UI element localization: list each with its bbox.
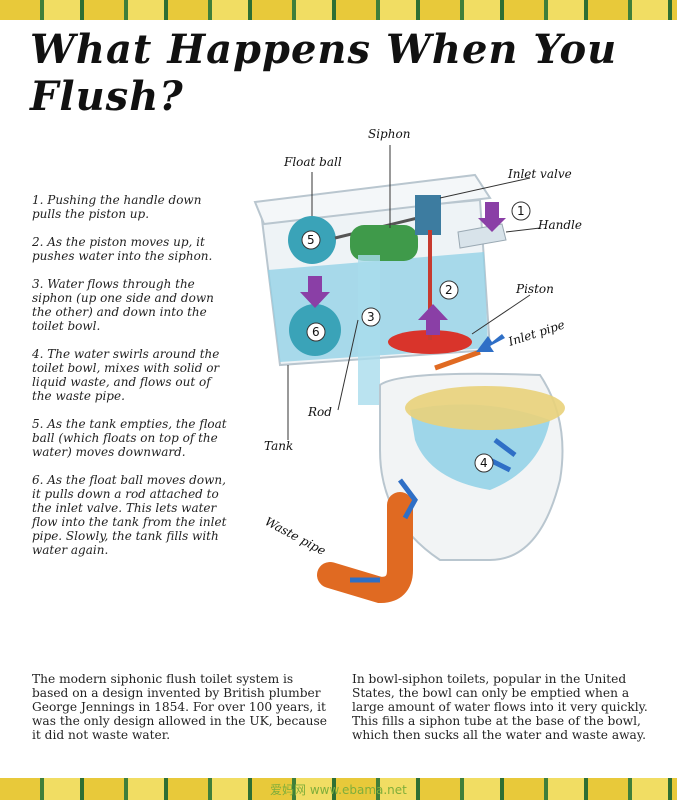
leader-lines [287, 145, 541, 440]
arrow-purple-float [300, 276, 330, 308]
arrow-purple-handle [478, 202, 506, 232]
step-4: 4. The water swirls around the toilet bo… [32, 347, 220, 403]
marker-5: 5 [301, 230, 321, 250]
decorative-border-top [0, 0, 677, 20]
label-handle: Handle [537, 218, 582, 232]
svg-text:5: 5 [307, 233, 315, 247]
label-piston: Piston [515, 282, 554, 296]
waste-pipe [317, 492, 413, 604]
step-3: 3. Water flows through the siphon (up on… [32, 277, 214, 333]
watermark: 爱妈网 www.ebama.net [270, 783, 407, 797]
inlet-valve [415, 195, 441, 235]
arrow-blue-waste [398, 478, 418, 520]
step-5: 5. As the tank empties, the float ball (… [32, 417, 227, 459]
svg-text:6: 6 [312, 325, 320, 339]
marker-6: 6 [306, 322, 326, 342]
svg-text:4: 4 [480, 456, 488, 470]
step-1: 1. Pushing the handle down pulls the pis… [32, 193, 202, 221]
siphon [350, 225, 418, 405]
step-6: 6. As the float ball moves down, it pull… [32, 473, 227, 557]
label-inlet-valve: Inlet valve [507, 167, 572, 181]
piston [388, 330, 472, 354]
paragraph-siphonic-history: The modern siphonic flush toilet system … [32, 672, 327, 743]
paragraph-bowl-siphon: In bowl-siphon toilets, popular in the U… [352, 672, 648, 743]
marker-1: 1 [511, 201, 531, 221]
page-title: What Happens When You Flush? [30, 26, 618, 120]
marker-3: 3 [361, 307, 381, 327]
svg-text:2: 2 [445, 283, 453, 297]
label-rod: Rod [307, 405, 332, 419]
arrow-purple-piston [418, 304, 448, 335]
svg-text:1: 1 [517, 204, 525, 218]
seat [405, 386, 565, 430]
arrow-blue-inlet [476, 334, 505, 352]
toilet-diagram: Siphon Float ball Inlet valve Handle Pis… [253, 127, 582, 604]
inlet-pipe [434, 349, 481, 371]
marker-2: 2 [439, 280, 459, 300]
svg-text:3: 3 [367, 310, 375, 324]
label-inlet-pipe: Inlet pipe [506, 318, 567, 350]
step-2: 2. As the piston moves up, it pushes wat… [32, 235, 213, 263]
decorative-border-bottom [0, 778, 677, 800]
label-waste-pipe: Waste pipe [263, 514, 328, 558]
steps-list: 1. Pushing the handle down pulls the pis… [32, 193, 232, 571]
label-float-ball: Float ball [283, 155, 342, 169]
label-tank: Tank [264, 439, 293, 453]
label-siphon: Siphon [368, 127, 410, 141]
marker-4: 4 [474, 453, 494, 473]
